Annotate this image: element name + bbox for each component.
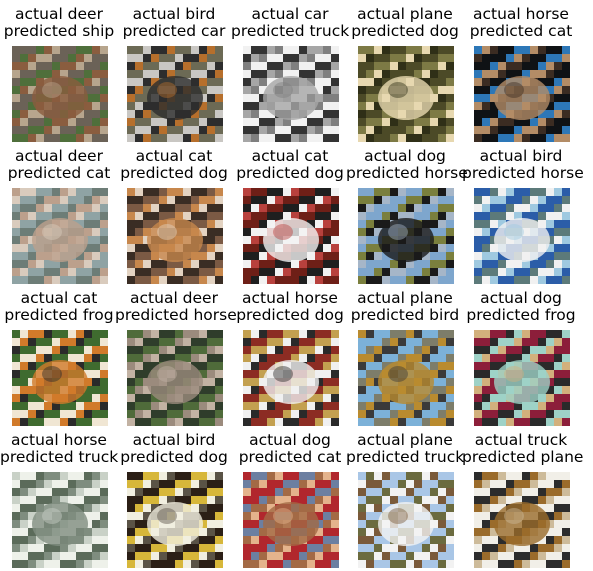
actual-label: actual plane bbox=[357, 5, 453, 23]
actual-label: actual truck bbox=[474, 431, 568, 449]
predicted-label: predicted car bbox=[122, 22, 226, 40]
thumbnail-image bbox=[358, 188, 454, 284]
thumbnail-image bbox=[243, 330, 339, 426]
actual-label: actual plane bbox=[357, 431, 453, 449]
actual-label: actual bird bbox=[132, 431, 216, 449]
actual-label: actual cat bbox=[251, 147, 329, 165]
predicted-label: predicted frog bbox=[4, 306, 114, 324]
thumbnail-image bbox=[243, 472, 339, 568]
predicted-label: predicted horse bbox=[462, 164, 584, 182]
thumbnail-image bbox=[127, 330, 223, 426]
predicted-label: predicted plane bbox=[462, 448, 584, 466]
predicted-label: predicted dog bbox=[120, 164, 228, 182]
thumbnail-image bbox=[358, 46, 454, 142]
thumbnail-image bbox=[127, 472, 223, 568]
actual-label: actual horse bbox=[11, 431, 107, 449]
thumbnail-image bbox=[12, 472, 108, 568]
predicted-label: predicted ship bbox=[3, 22, 115, 40]
predicted-label: predicted horse bbox=[346, 164, 468, 182]
thumbnail-image bbox=[12, 188, 108, 284]
predicted-label: predicted cat bbox=[238, 448, 342, 466]
thumbnail-image bbox=[12, 330, 108, 426]
thumbnail-image bbox=[474, 188, 570, 284]
thumbnail-image bbox=[127, 188, 223, 284]
predicted-label: predicted bird bbox=[350, 306, 460, 324]
predicted-label: predicted truck bbox=[346, 448, 465, 466]
predicted-label: predicted cat bbox=[469, 22, 573, 40]
actual-label: actual cat bbox=[20, 289, 98, 307]
actual-label: actual bird bbox=[132, 5, 216, 23]
actual-label: actual plane bbox=[357, 289, 453, 307]
predicted-label: predicted truck bbox=[231, 22, 350, 40]
thumbnail-image bbox=[358, 472, 454, 568]
thumbnail-image bbox=[127, 46, 223, 142]
actual-label: actual dog bbox=[480, 289, 562, 307]
thumbnail-image bbox=[243, 188, 339, 284]
actual-label: actual car bbox=[251, 5, 329, 23]
actual-label: actual deer bbox=[130, 289, 218, 307]
thumbnail-image bbox=[474, 46, 570, 142]
thumbnail-image bbox=[12, 46, 108, 142]
thumbnail-image bbox=[243, 46, 339, 142]
predicted-label: predicted dog bbox=[351, 22, 459, 40]
predicted-label: predicted dog bbox=[236, 164, 344, 182]
actual-label: actual horse bbox=[473, 5, 569, 23]
actual-label: actual cat bbox=[135, 147, 213, 165]
actual-label: actual dog bbox=[249, 431, 331, 449]
actual-label: actual deer bbox=[15, 5, 103, 23]
thumbnail-image bbox=[474, 472, 570, 568]
predicted-label: predicted cat bbox=[7, 164, 111, 182]
predicted-label: predicted horse bbox=[115, 306, 237, 324]
thumbnail-image bbox=[474, 330, 570, 426]
thumbnail-image bbox=[358, 330, 454, 426]
predicted-label: predicted dog bbox=[236, 306, 344, 324]
predicted-label: predicted truck bbox=[0, 448, 119, 466]
actual-label: actual horse bbox=[242, 289, 338, 307]
actual-label: actual bird bbox=[479, 147, 563, 165]
actual-label: actual dog bbox=[364, 147, 446, 165]
predicted-label: predicted frog bbox=[466, 306, 576, 324]
predicted-label: predicted dog bbox=[120, 448, 228, 466]
actual-label: actual deer bbox=[15, 147, 103, 165]
